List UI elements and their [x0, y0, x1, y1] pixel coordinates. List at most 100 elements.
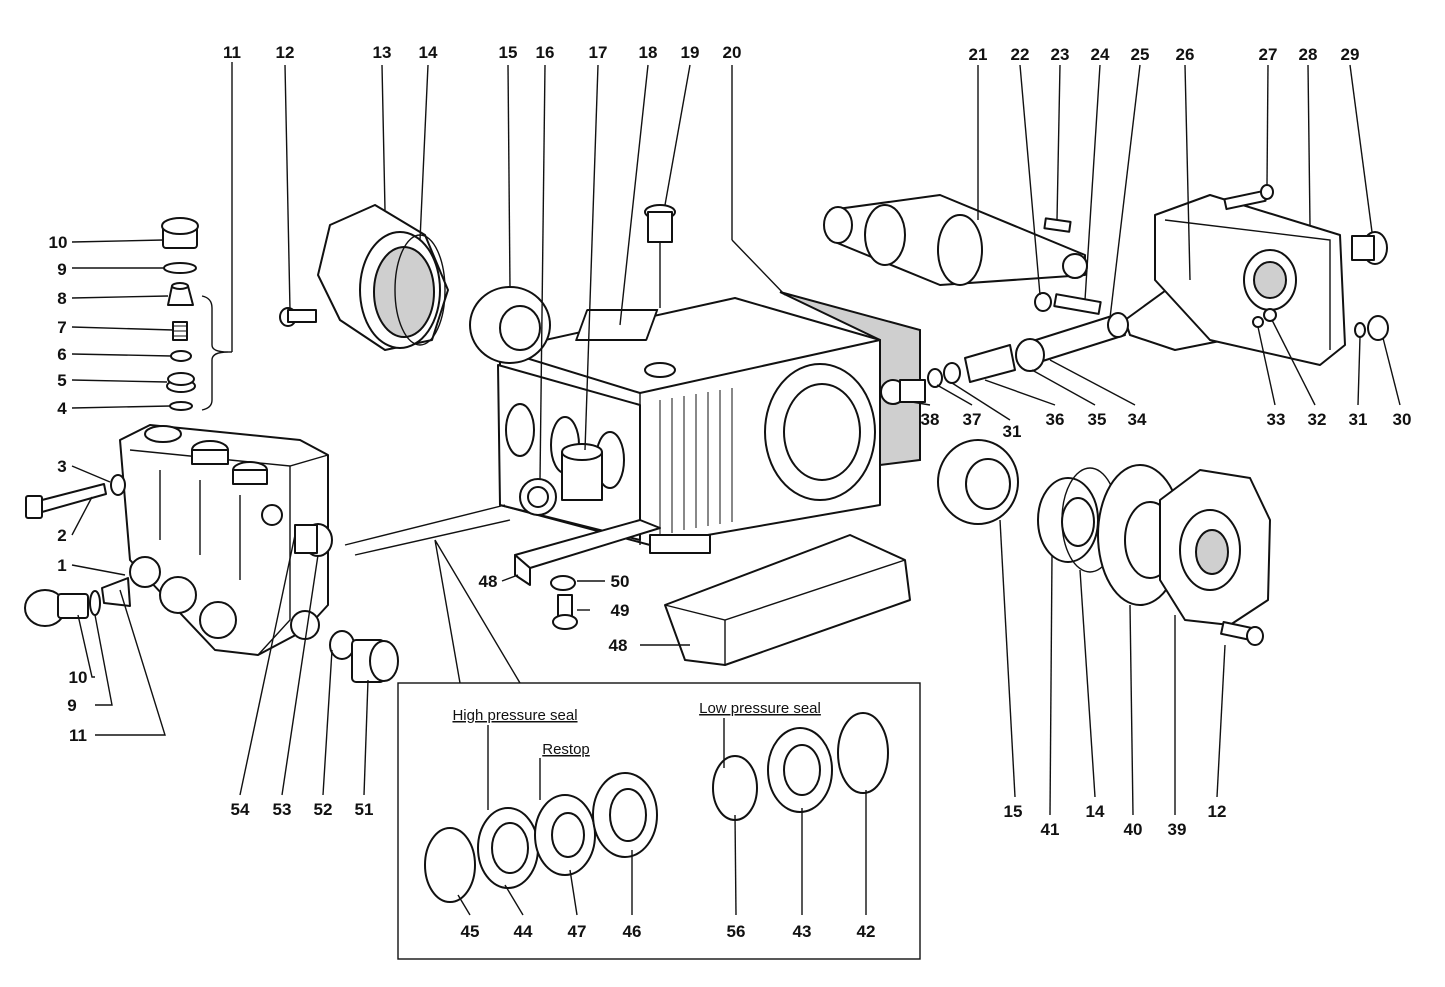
part-10-plug-lower	[24, 589, 89, 627]
caption-low-pressure-seal: Low pressure seal	[699, 700, 821, 717]
label-part-10-top: 10	[49, 233, 68, 252]
label-part-12-top: 12	[276, 43, 295, 62]
label-part-42: 42	[857, 922, 876, 941]
label-part-53: 53	[273, 800, 292, 819]
label-part-47: 47	[568, 922, 587, 941]
caption-restop: Restop	[542, 741, 590, 758]
part-12-screw-left	[279, 307, 317, 327]
label-part-35: 35	[1088, 410, 1107, 429]
label-part-6: 6	[57, 345, 66, 364]
label-part-54: 54	[231, 800, 250, 819]
part-2-bolt	[25, 483, 107, 519]
seal-detail-frame	[397, 682, 921, 960]
part-15-bearing-right	[937, 439, 1019, 525]
part-10-plug-top	[161, 217, 199, 249]
label-part-1: 1	[57, 556, 66, 575]
label-part-49: 49	[611, 601, 630, 620]
part-41-seal	[1037, 477, 1099, 563]
label-part-38: 38	[921, 410, 940, 429]
label-part-39: 39	[1168, 820, 1187, 839]
label-part-2: 2	[57, 526, 66, 545]
label-part-9-lower: 9	[67, 696, 76, 715]
plunger-axis-line	[344, 504, 511, 556]
part-46-seal-holder	[592, 772, 658, 858]
label-part-28: 28	[1299, 45, 1318, 64]
part-39-bearing-cover	[1159, 469, 1271, 626]
part-44-high-pressure-seal	[477, 807, 539, 889]
part-42-oring	[837, 712, 889, 794]
part-50-washer	[550, 575, 576, 591]
part-3-washer	[110, 474, 126, 496]
part-51-plug	[351, 639, 399, 683]
label-part-17: 17	[589, 43, 608, 62]
part-19-dipstick	[644, 204, 676, 308]
label-part-14-top: 14	[419, 43, 438, 62]
label-part-34: 34	[1128, 410, 1147, 429]
label-part-16: 16	[536, 43, 555, 62]
part-30-plug	[1367, 315, 1389, 341]
part-20-cover-plate	[779, 291, 921, 467]
part-37-washer	[927, 368, 943, 388]
label-part-30: 30	[1393, 410, 1412, 429]
part-24-pin	[1053, 293, 1102, 315]
part-9-oring-top	[163, 262, 197, 274]
label-part-23: 23	[1051, 45, 1070, 64]
label-part-46: 46	[623, 922, 642, 941]
valve-stack	[161, 62, 233, 411]
label-part-8: 8	[57, 289, 66, 308]
label-part-10-lower: 10	[69, 668, 88, 687]
label-part-14-right: 14	[1086, 802, 1105, 821]
part-17-sleeve	[561, 443, 603, 501]
label-part-18: 18	[639, 43, 658, 62]
label-part-32: 32	[1308, 410, 1327, 429]
part-29-breather	[1351, 231, 1388, 265]
label-part-41: 41	[1041, 820, 1060, 839]
part-47-restop	[534, 794, 596, 876]
label-part-26: 26	[1176, 45, 1195, 64]
part-23-key	[1043, 217, 1072, 233]
part-11-valve-lower	[101, 577, 131, 607]
part-32-bolt	[1263, 308, 1277, 322]
label-part-20: 20	[723, 43, 742, 62]
label-part-48-upper: 48	[479, 572, 498, 591]
part-13-side-cover	[317, 204, 449, 351]
part-9-oring-lower	[89, 590, 101, 616]
part-31-washer-right	[1354, 322, 1366, 338]
part-48-bracket-upper	[514, 519, 661, 586]
label-part-51: 51	[355, 800, 374, 819]
part-1-pump-head	[119, 424, 329, 656]
label-part-11-lower: 11	[69, 726, 87, 745]
label-part-27: 27	[1259, 45, 1278, 64]
part-7-spring	[172, 321, 188, 341]
label-part-29: 29	[1341, 45, 1360, 64]
part-56-seal-ring	[712, 755, 758, 821]
label-part-45: 45	[461, 922, 480, 941]
part-36-plunger	[964, 344, 1016, 383]
label-part-37: 37	[963, 410, 982, 429]
label-part-40: 40	[1124, 820, 1143, 839]
part-49-bolt	[552, 594, 578, 630]
label-part-15-top: 15	[499, 43, 518, 62]
label-part-9-top: 9	[57, 260, 66, 279]
label-part-7: 7	[57, 318, 66, 337]
label-part-33: 33	[1267, 410, 1286, 429]
label-part-36: 36	[1046, 410, 1065, 429]
label-part-11-top: 11	[223, 43, 241, 62]
part-38-nut	[880, 379, 926, 405]
label-part-3: 3	[57, 457, 66, 476]
leader-lines	[71, 64, 1401, 916]
part-33-nut	[1252, 316, 1264, 328]
label-part-43: 43	[793, 922, 812, 941]
part-52-oring	[329, 630, 355, 660]
label-part-12-right: 12	[1208, 802, 1227, 821]
part-16-seal-ring	[519, 478, 557, 516]
part-12-screw-right	[1220, 621, 1264, 646]
label-part-31-mid: 31	[1003, 422, 1022, 441]
part-5-valve-seat	[166, 372, 196, 393]
seal-detail-pointer	[434, 539, 521, 684]
part-45-seal-ring	[424, 827, 476, 903]
label-part-19: 19	[681, 43, 700, 62]
label-part-44: 44	[514, 922, 533, 941]
